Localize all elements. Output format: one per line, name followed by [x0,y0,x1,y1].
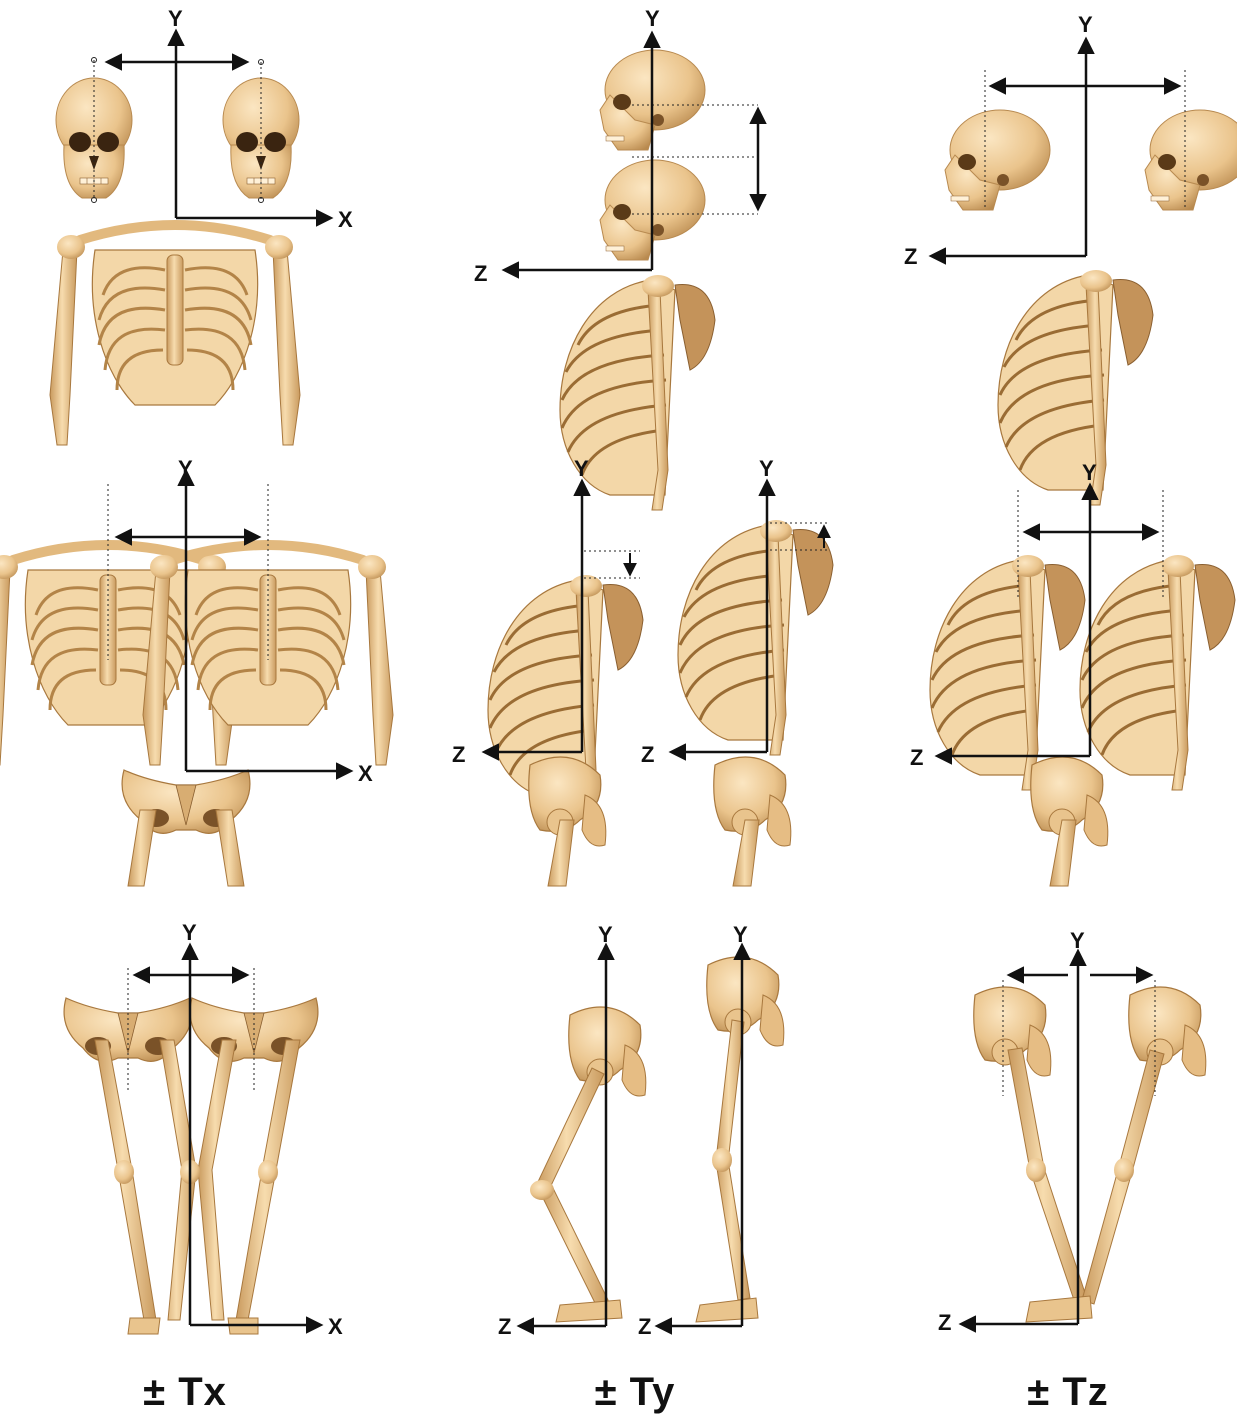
row3-ty-panel: Y Y Z Z [498,922,784,1339]
caption-ty: ± Ty [535,1370,735,1415]
y-axis-label: Y [645,6,660,31]
x-axis-label: X [328,1314,343,1339]
row1-ty-panel: Y Z [474,6,758,510]
z-axis-label: Z [474,261,487,286]
z-axis-label: Z [910,745,923,770]
z-axis-label: Z [498,1314,511,1339]
row3-tz-panel: Y Z [938,928,1206,1335]
y-axis-label: Y [733,922,748,947]
caption-tz: ± Tz [968,1370,1168,1415]
y-axis-label: Y [1078,12,1093,37]
y-axis-label: Y [178,456,193,481]
skull-side-right [1145,110,1237,210]
skull-side-left [945,110,1050,210]
z-axis-label: Z [904,244,917,269]
caption-tx: ± Tx [85,1370,285,1415]
row3-tx-panel: Y X [64,920,343,1339]
y-axis-label: Y [759,456,774,481]
pelvis-side-front [1129,987,1206,1076]
row1-tx-panel: Y X [50,6,353,445]
pelvis-side-bent [569,1007,646,1096]
x-axis-label: X [338,207,353,232]
row2-ty-panel: Y Y Z Z [452,456,833,886]
pelvis-side-straight [707,957,784,1046]
z-axis-label: Z [641,742,654,767]
y-axis-label: Y [1070,928,1085,953]
y-axis-label: Y [574,456,589,481]
row1-tz-panel: Y Z [904,12,1237,505]
row2-tz-panel: Y Z [910,460,1235,886]
rib-cage-side-up [678,520,833,755]
y-axis-label: Y [182,920,197,945]
z-axis-label: Z [452,742,465,767]
z-axis-label: Z [638,1314,651,1339]
y-axis-label: Y [168,6,183,31]
row2-tx-panel: Y X [0,456,393,886]
rib-cage-front [50,225,300,445]
rib-cage-side [998,270,1153,505]
x-axis-label: X [358,761,373,786]
rib-cage-side-right [1080,555,1235,790]
y-axis-label: Y [598,922,613,947]
z-axis-label: Z [938,1310,951,1335]
y-axis-label: Y [1082,460,1097,485]
